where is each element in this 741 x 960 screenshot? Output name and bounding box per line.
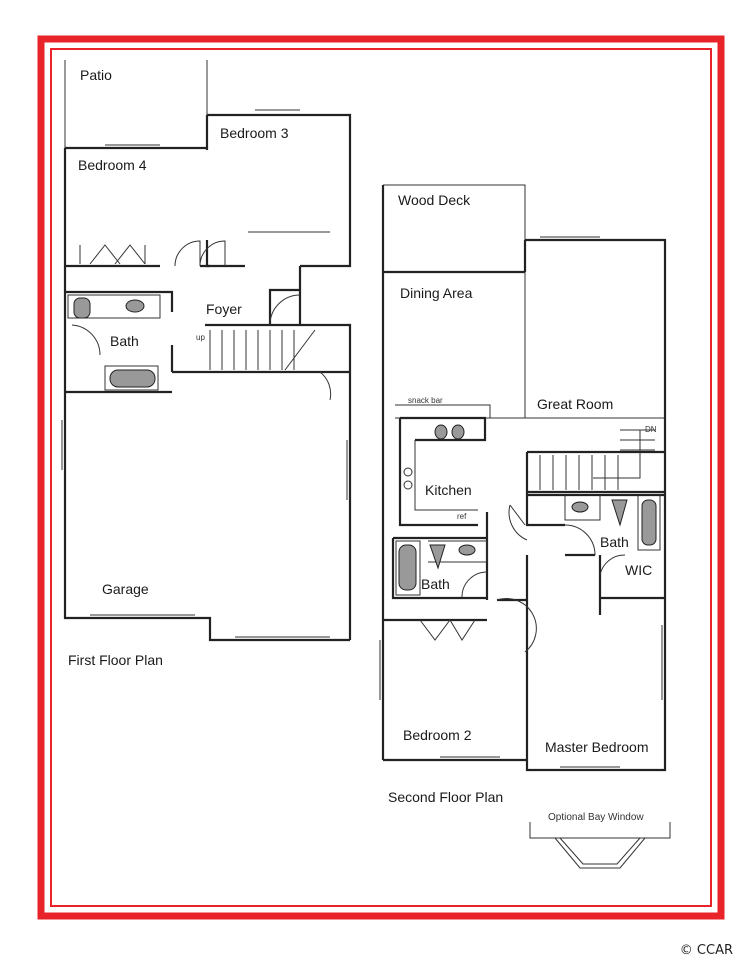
bay-window-label: Optional Bay Window bbox=[548, 812, 644, 823]
room-label-dining-area: Dining Area bbox=[400, 285, 473, 301]
room-label-master-bedroom: Master Bedroom bbox=[545, 739, 648, 755]
room-label-bedroom-4: Bedroom 4 bbox=[78, 157, 147, 173]
room-label-great-room: Great Room bbox=[537, 396, 613, 412]
room-label-wic: WIC bbox=[625, 562, 652, 578]
second-floor-plan: Wood Deck Dining Area Great Room snack b… bbox=[379, 184, 671, 869]
ref-label: ref bbox=[457, 512, 467, 521]
room-label-master-bath: Bath bbox=[600, 534, 629, 550]
outer-red-border bbox=[37, 35, 725, 920]
first-floor-plan: Patio Bedroom 3 Bedroom 4 Foyer Bath up … bbox=[61, 60, 352, 668]
room-label-foyer: Foyer bbox=[206, 301, 242, 317]
room-label-wood-deck: Wood Deck bbox=[398, 192, 471, 208]
room-label-kitchen: Kitchen bbox=[425, 482, 472, 498]
copyright-notice: © CCAR bbox=[679, 943, 733, 958]
stair-label-up: up bbox=[196, 333, 205, 342]
snack-bar-label: snack bar bbox=[408, 396, 443, 405]
room-label-bedroom-3: Bedroom 3 bbox=[220, 125, 289, 141]
room-label-bath: Bath bbox=[110, 333, 139, 349]
first-floor-title: First Floor Plan bbox=[68, 652, 163, 668]
room-label-garage: Garage bbox=[102, 581, 149, 597]
inner-red-border bbox=[50, 48, 712, 907]
room-label-bedroom-2: Bedroom 2 bbox=[403, 727, 472, 743]
stair-label-dn: DN bbox=[645, 425, 657, 434]
second-floor-title: Second Floor Plan bbox=[388, 789, 503, 805]
room-label-patio: Patio bbox=[80, 67, 112, 83]
room-label-hall-bath: Bath bbox=[421, 576, 450, 592]
